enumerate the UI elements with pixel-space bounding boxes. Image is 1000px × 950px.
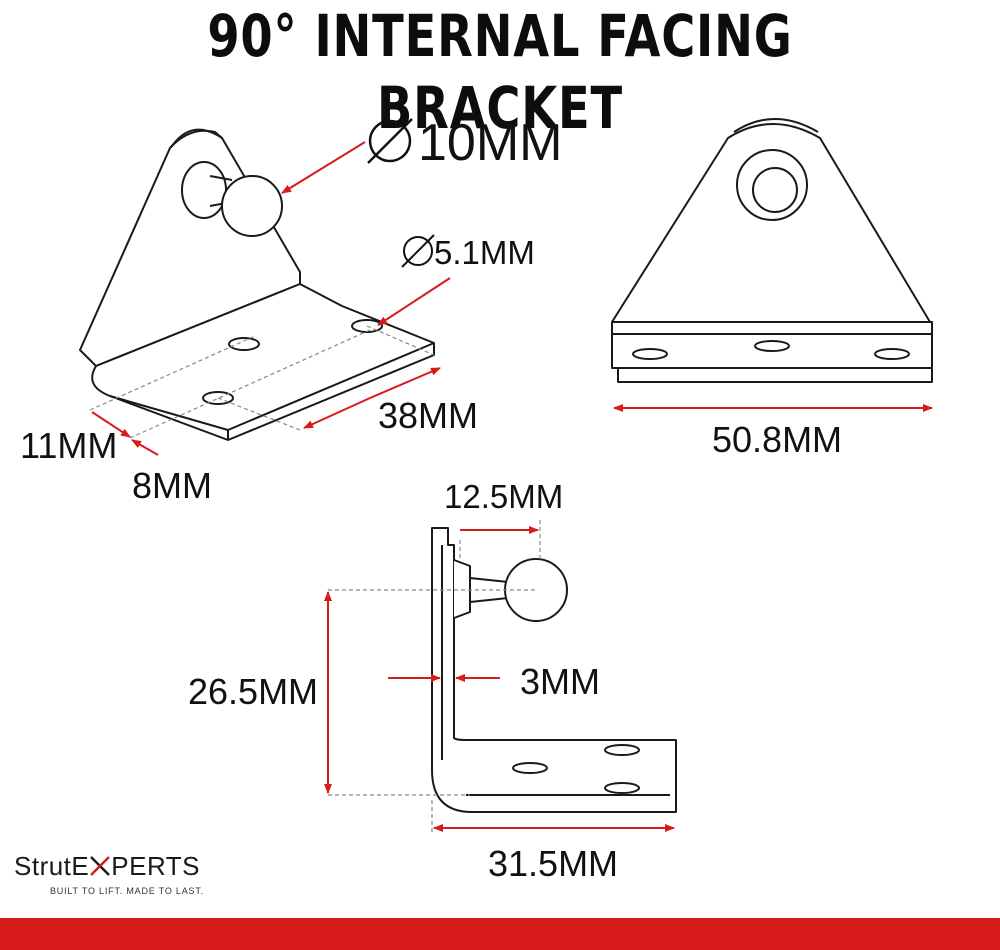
front-ball [752, 167, 798, 213]
side-stud-collar [453, 559, 471, 619]
foot-length-label: 31.5MM [488, 843, 618, 884]
brand-tagline: BUILT TO LIFT. MADE TO LAST. [50, 886, 204, 896]
hole-spacing-arrow [131, 439, 159, 456]
front-base-band [611, 321, 933, 335]
iso-upright-edge [169, 128, 223, 149]
side-stud-neck [469, 577, 509, 603]
side-hole-1 [604, 744, 640, 756]
depth-label: 38MM [378, 395, 478, 436]
brand-e: E [71, 851, 90, 881]
edge-offset-label: 11MM [20, 425, 117, 466]
page-title: 90° INTERNAL FACING BRACKET [207, 2, 793, 142]
ball-diameter-arrow [281, 141, 366, 194]
front-upright-plate [611, 123, 931, 323]
diameter-symbol-icon [403, 236, 433, 266]
ball-diameter-label-group: 10MM [367, 114, 562, 172]
side-guides [328, 520, 541, 832]
height-label: 26.5MM [188, 671, 318, 712]
iso-stud-collar [181, 161, 227, 219]
depth-arrow-b [303, 397, 371, 429]
brand-x-icon [90, 856, 111, 876]
iso-ball [221, 175, 283, 237]
hole-spacing-label: 8MM [132, 465, 212, 506]
iso-base-plate [91, 283, 435, 441]
isometric-view [79, 128, 435, 441]
side-hole-2 [512, 762, 548, 774]
iso-dimension-arrows [91, 141, 451, 456]
ball-diameter-label: 10MM [418, 114, 562, 172]
front-top-edge [733, 118, 819, 133]
diameter-symbol-slash [401, 234, 435, 268]
depth-arrow-a [369, 367, 441, 399]
diameter-symbol-slash [367, 118, 413, 164]
front-hole-3 [874, 348, 910, 360]
side-dimension-arrows [324, 526, 675, 832]
hole-diameter-label-group: 5.1MM [401, 234, 535, 271]
width-label: 50.8MM [712, 419, 842, 460]
footer-red-bar [0, 918, 1000, 950]
iso-hole-1 [228, 337, 260, 351]
side-ball [504, 558, 568, 622]
side-view [328, 520, 677, 832]
edge-offset-arrow [91, 411, 131, 438]
iso-guides [89, 325, 435, 439]
front-hole-2 [754, 340, 790, 352]
stud-length-label: 12.5MM [444, 478, 563, 515]
front-hole-1 [632, 348, 668, 360]
hole-diameter-label: 5.1MM [434, 234, 535, 271]
diameter-symbol-icon [368, 119, 412, 163]
front-base-bottom [617, 368, 933, 383]
iso-hole-2 [202, 391, 234, 405]
front-view [611, 118, 933, 383]
thickness-label: 3MM [520, 661, 600, 702]
side-hole-3 [604, 782, 640, 794]
hole-diameter-arrow [377, 277, 451, 326]
side-bracket-profile [431, 527, 677, 813]
